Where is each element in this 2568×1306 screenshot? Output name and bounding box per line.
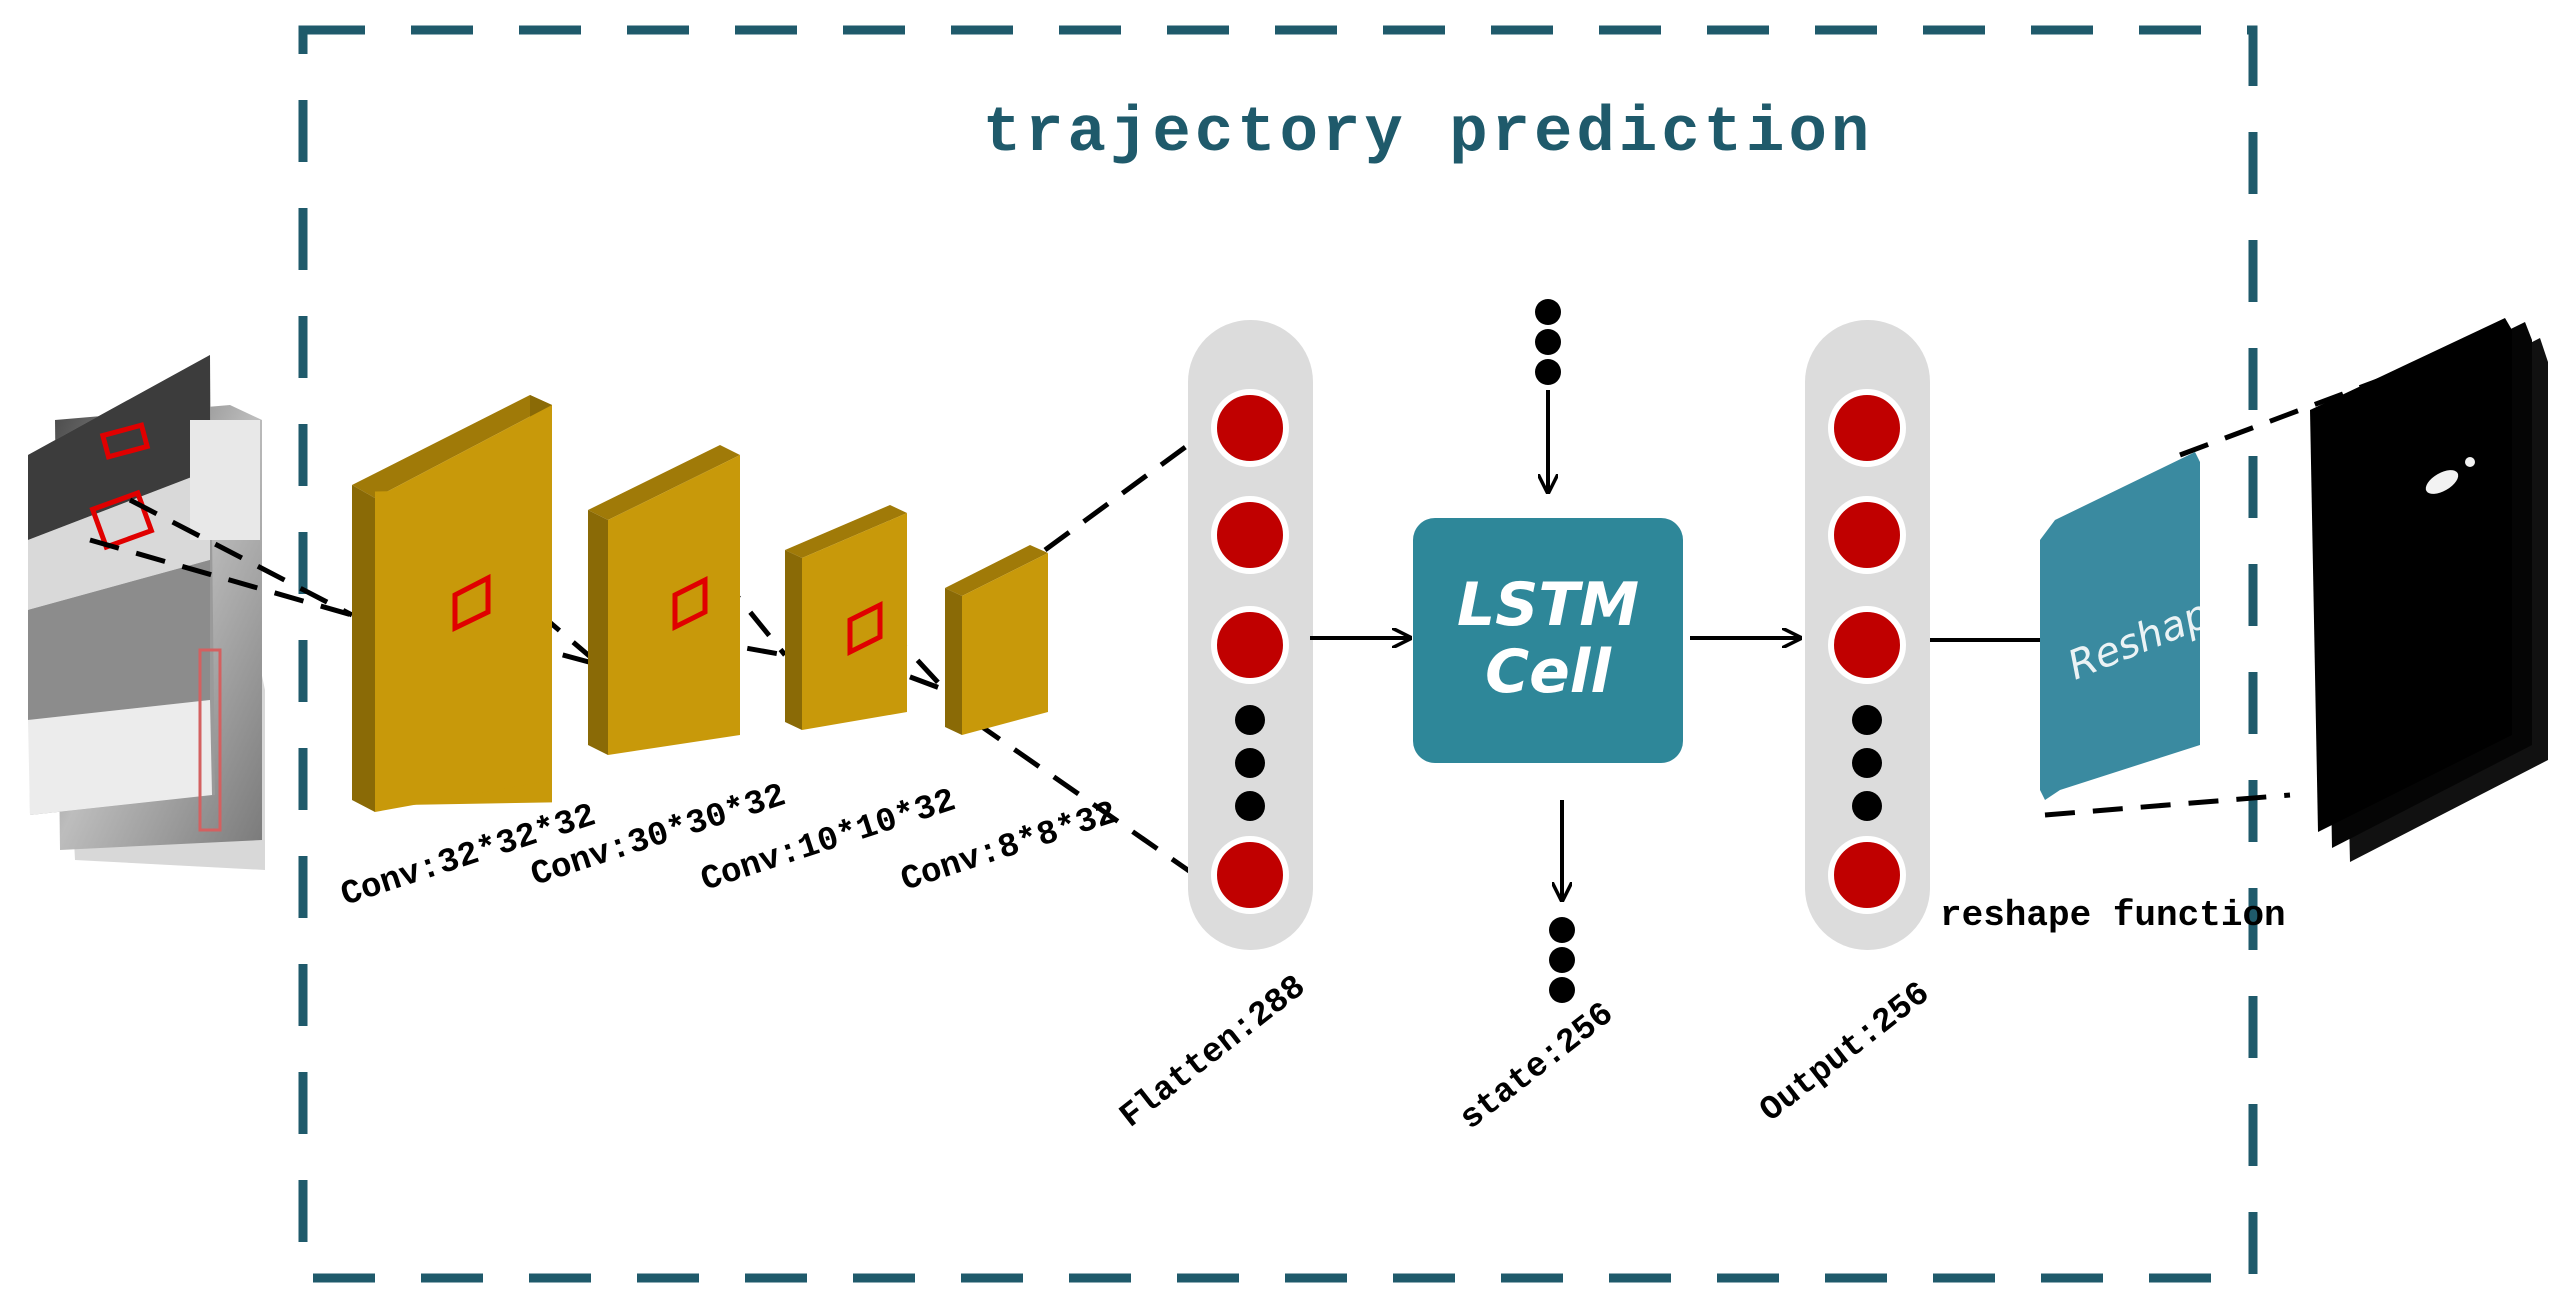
- output-node: [1828, 389, 1906, 467]
- ellipsis-dot: [1852, 748, 1882, 778]
- conv-block-3: [785, 505, 907, 730]
- lstm-label-line1: LSTM: [1457, 570, 1639, 640]
- state-output: [1549, 800, 1575, 1003]
- ellipsis-dot: [1549, 917, 1575, 943]
- output-node: [1828, 836, 1906, 914]
- conv-kernel-icon: [847, 600, 883, 657]
- input-frames: [28, 355, 265, 870]
- ellipsis-dot: [1235, 791, 1265, 821]
- flatten-node: [1211, 496, 1289, 574]
- state-input: [1535, 299, 1561, 492]
- ellipsis-dot: [1235, 748, 1265, 778]
- lstm-cell: LSTM Cell: [1413, 518, 1683, 763]
- ellipsis-dot: [1549, 977, 1575, 1003]
- diagram-title: trajectory prediction: [983, 98, 1874, 170]
- flatten-node: [1211, 836, 1289, 914]
- conv-block-1: [352, 395, 552, 812]
- output-node: [1828, 496, 1906, 574]
- ellipsis-dot: [1535, 359, 1561, 385]
- conv-kernel-icon: [452, 573, 491, 632]
- ellipsis-dot: [1535, 299, 1561, 325]
- ellipsis-dot: [1549, 947, 1575, 973]
- reshape-box: Reshape: [2040, 452, 2239, 800]
- ellipsis-dot: [1852, 705, 1882, 735]
- flatten-node: [1211, 606, 1289, 684]
- flatten-column: [1188, 320, 1313, 950]
- conv-block-2: [588, 445, 740, 755]
- ellipsis-dot: [1535, 329, 1561, 355]
- conv-kernel-icon: [672, 575, 708, 632]
- output-frames: [2310, 318, 2548, 862]
- state-label: state:256: [1453, 996, 1621, 1139]
- output-column: [1805, 320, 1930, 950]
- output-label: Output:256: [1753, 975, 1937, 1131]
- output-node: [1828, 606, 1906, 684]
- target-blob: [2425, 470, 2459, 494]
- flatten-node: [1211, 389, 1289, 467]
- frame-border: [298, 25, 2258, 1283]
- reshape-caption: reshape function: [1940, 895, 2286, 936]
- ellipsis-dot: [1235, 705, 1265, 735]
- lstm-label-line2: Cell: [1485, 637, 1612, 707]
- flatten-label: Flatten:288: [1113, 969, 1313, 1137]
- ellipsis-dot: [1852, 791, 1882, 821]
- conv-block-4: [945, 545, 1048, 735]
